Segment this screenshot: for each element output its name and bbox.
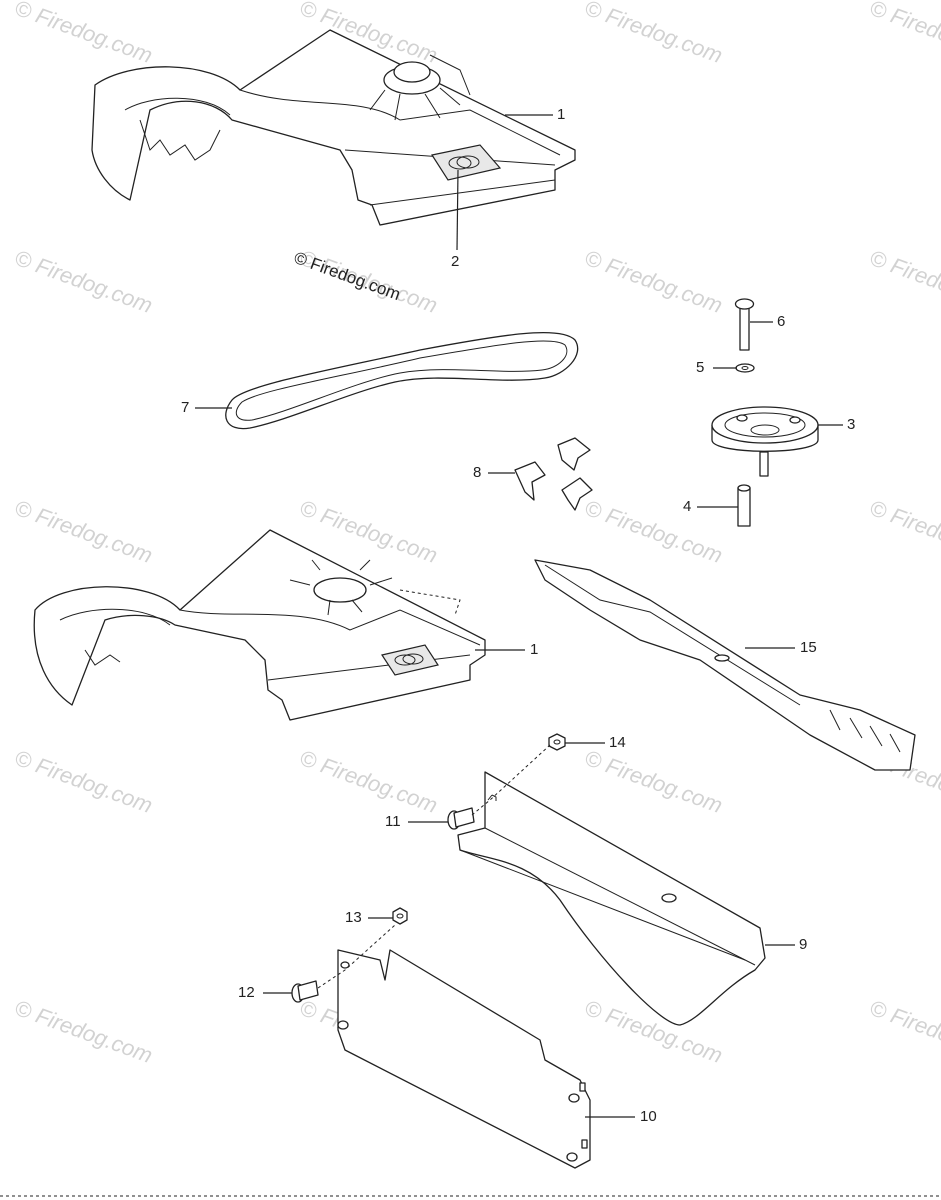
callout-1-upper: 1 — [557, 106, 566, 123]
callout-7: 7 — [181, 399, 190, 416]
callout-12: 12 — [238, 984, 255, 1001]
callout-14: 14 — [609, 734, 626, 751]
deck-housing-lower — [33, 529, 486, 721]
belt — [225, 331, 579, 430]
plate-10 — [337, 949, 591, 1169]
callout-11: 11 — [385, 813, 401, 830]
callout-2: 2 — [451, 253, 460, 270]
nut-14 — [548, 733, 566, 751]
plate-9 — [457, 771, 766, 1026]
callout-3: 3 — [847, 416, 856, 433]
callout-4: 4 — [683, 498, 692, 515]
knobs — [514, 437, 593, 511]
callout-15: 15 — [800, 639, 817, 656]
nut-13 — [392, 907, 408, 925]
bolt-11 — [447, 807, 475, 830]
callout-6: 6 — [777, 313, 786, 330]
bolt-6 — [734, 298, 755, 351]
pulley — [711, 406, 819, 477]
callout-5: 5 — [696, 359, 705, 376]
callout-8: 8 — [473, 464, 482, 481]
callout-10: 10 — [640, 1108, 657, 1125]
callout-9: 9 — [799, 936, 808, 953]
leader-lines — [195, 114, 843, 1118]
decal-lower — [381, 644, 439, 676]
deck-housing-upper — [91, 29, 576, 226]
callout-13: 13 — [345, 909, 362, 926]
bolt-12 — [291, 980, 319, 1003]
spacer-4 — [737, 484, 751, 527]
washer-5 — [735, 363, 755, 373]
blade — [534, 559, 916, 771]
decal — [431, 144, 502, 181]
callout-1-lower: 1 — [530, 641, 539, 658]
